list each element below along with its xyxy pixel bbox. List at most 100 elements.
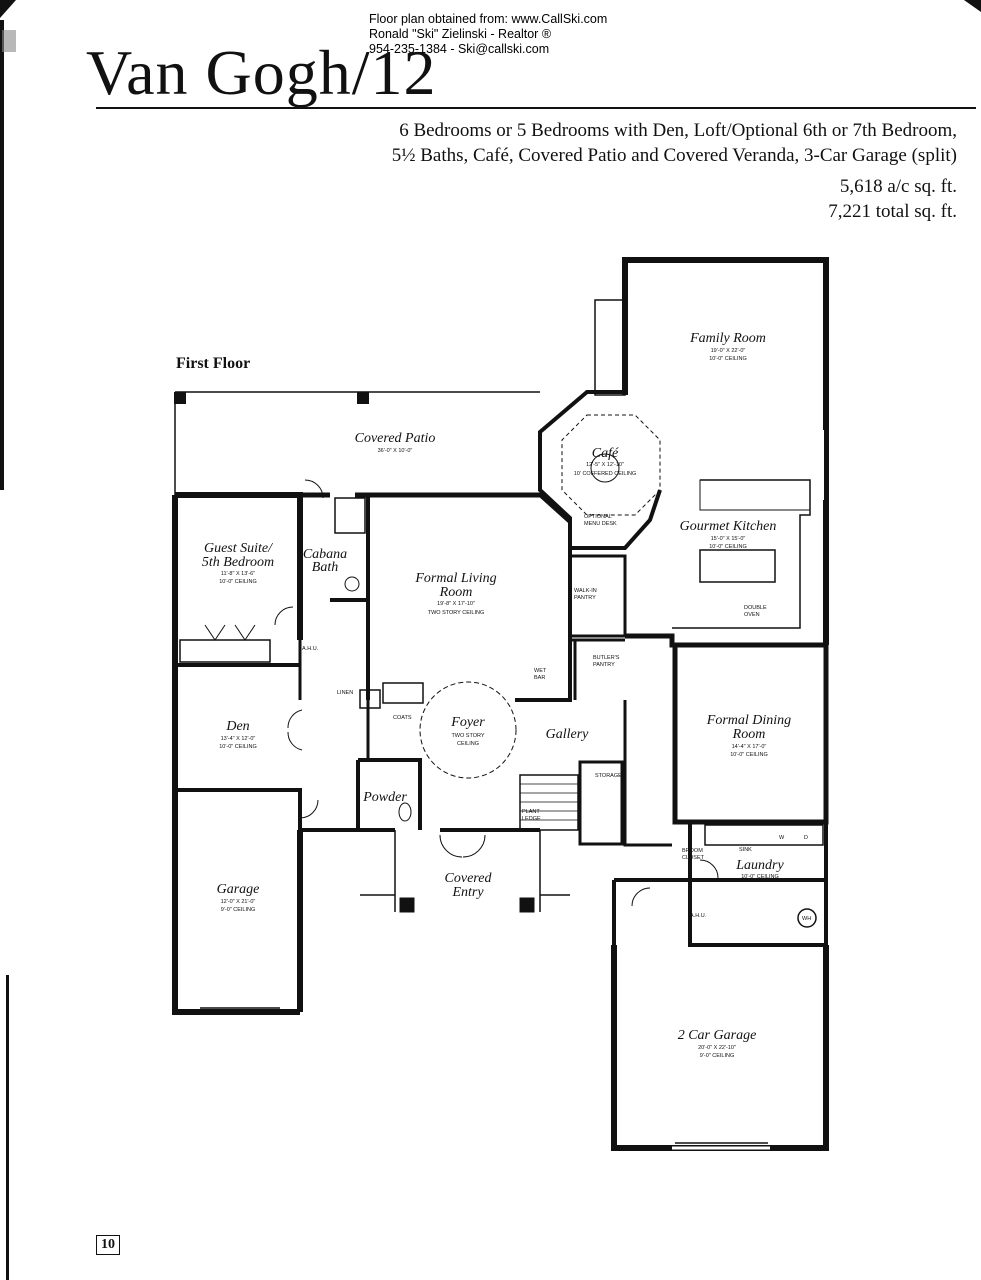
dims-cafe: 12'-5" X 12'-10" [586,462,624,468]
label-cabana-bath: Bath [312,560,338,575]
label-closet: CLOSET [682,855,705,861]
label-formal-living: Formal Living [414,571,496,586]
toilet-cabana [344,576,360,592]
label-powder: Powder [362,790,407,805]
entry-column-left [399,897,415,913]
water-heater [797,908,817,928]
stair [519,774,579,831]
label-family-room: Family Room [689,331,766,346]
ceiling-foyer-1: TWO STORY [451,733,484,739]
wall-family-room [622,257,829,645]
title-rule [96,107,976,109]
label-covered-entry: Entry [451,885,484,900]
door-swing [304,479,324,499]
coats-closet [382,682,424,704]
door-swing [234,624,256,641]
ceiling-two-car-garage: 9'-0" CEILING [700,1053,735,1059]
wall-covered-entry [360,830,570,912]
label-cafe: Café [592,446,619,461]
label-pantry: PANTRY [574,595,596,601]
dims-two-car-garage: 20'-0" X 22'-10" [698,1045,736,1051]
corner-mark [0,0,16,52]
page-number: 10 [96,1235,120,1255]
label-ahu: A.H.U. [302,646,319,652]
wall-powder [356,758,422,830]
shower-cabana [334,497,366,534]
total-square-feet: 7,221 total sq. ft. [828,201,957,222]
label-guest-suite: Guest Suite/ [204,541,273,556]
ceiling-cafe: 10' COFFERED CEILING [574,471,636,477]
label-storage: STORAGE [595,773,622,779]
label-butlers: BUTLER'S [593,655,620,661]
label-plant: PLANT [522,809,540,815]
label-linen: LINEN [337,690,353,696]
corner-mark-right [964,0,981,12]
floor-label: First Floor [176,355,251,372]
source-credit: Floor plan obtained from: www.CallSki.co… [369,12,607,57]
label-dryer: D [804,835,808,841]
dims-formal-living: 19'-8" X 17'-10" [437,601,475,607]
dims-garage: 12'-0" X 21'-0" [221,899,256,905]
wall-service-area [688,880,828,947]
description-line-2: 5½ Baths, Café, Covered Patio and Covere… [391,145,957,166]
linen-closet [359,689,381,709]
wall-garage-gallery [612,878,690,945]
label-cabana: Cabana [303,547,347,562]
label-optional: OPTIONAL [584,514,612,520]
scan-edge-mark-top [0,20,4,490]
wall-dining-room [672,645,829,825]
label-covered: Covered [445,871,493,886]
dims-formal-dining: 14'-4" X 17'-0" [732,744,767,750]
ceiling-foyer-2: CEILING [457,741,479,747]
credit-line-website: Floor plan obtained from: www.CallSki.co… [369,12,608,26]
label-broom: BROOM [682,848,703,854]
label-double: DOUBLE [744,605,767,611]
label-formal-dining-room: Room [732,727,766,742]
label-foyer: Foyer [450,715,485,730]
label-ledge: LEDGE [522,816,541,822]
wall-den [175,663,302,830]
label-coats: COATS [393,715,412,721]
label-oven: OVEN [744,612,760,618]
label-formal-dining: Formal Dining [706,713,791,728]
den-closet [179,639,271,663]
toilet-powder [398,802,412,822]
label-two-car-garage: 2 Car Garage [678,1028,757,1043]
ceiling-garage: 9'-0" CEILING [221,907,256,913]
label-water-heater: WH [802,916,811,922]
label-menu-desk: MENU DESK [584,521,617,527]
plan-title: Van Gogh/12 [86,37,437,108]
foyer-ceiling [419,681,517,779]
patio-column [174,392,186,404]
wall-cabana-bath [298,495,370,700]
description-line-1: 6 Bedrooms or 5 Bedrooms with Den, Loft/… [399,120,957,141]
stair-treads [520,783,578,821]
label-formal-living-room: Room [439,585,473,600]
wall-hall [298,640,370,760]
label-fifth-bedroom: 5th Bedroom [202,555,274,570]
label-laundry: Laundry [735,858,784,873]
ceiling-guest-suite: 10'-0" CEILING [219,579,257,585]
dims-den: 13'-4" X 12'-0" [221,736,256,742]
door-swing [274,606,294,626]
ceiling-family-room: 10'-0" CEILING [709,356,747,362]
label-bar: BAR [534,675,545,681]
ceiling-formal-living: TWO STORY CEILING [428,610,485,616]
kitchen-counter [672,479,811,629]
scan-edge-mark-bottom [6,975,9,1280]
label-washer: W [779,835,785,841]
kitchen-counter-top [699,479,811,511]
cafe-table [590,453,620,483]
ceiling-formal-dining: 10'-0" CEILING [730,752,768,758]
walk-in-pantry [568,554,627,638]
credit-line-contact: 954-235-1384 - Ski@callski.com [369,42,550,56]
label-wet: WET [534,668,547,674]
door-swing [439,834,463,858]
entry-column-right [519,897,535,913]
label-sink: SINK [739,847,752,853]
label-covered-patio: Covered Patio [355,431,436,446]
cafe-octagon-ceiling [561,414,661,516]
credit-line-realtor: Ronald "Ski" Zielinski - Realtor ® [369,27,552,41]
storage-closet [578,760,624,846]
